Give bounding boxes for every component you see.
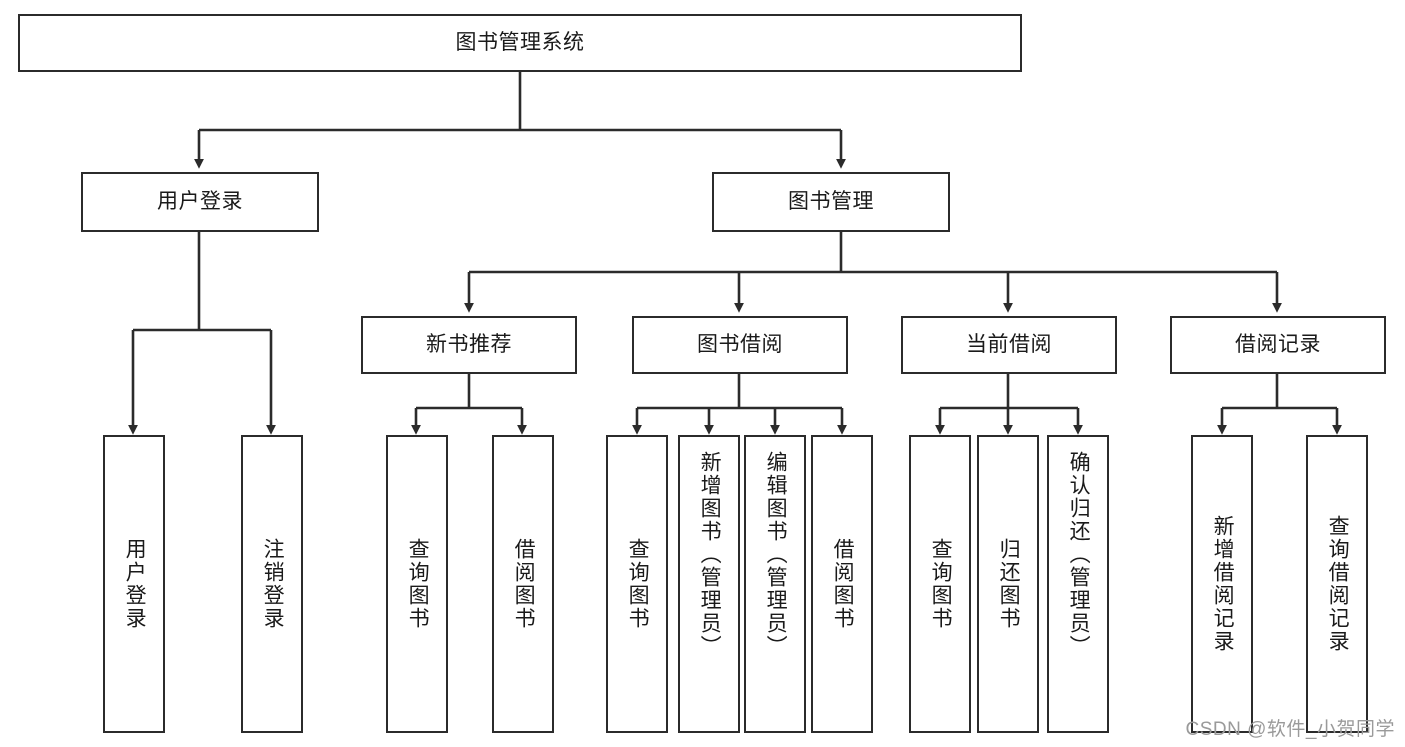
node-label: 用户登录 (123, 538, 147, 630)
node-label: 图书管理 (788, 190, 874, 214)
node-label: 用户登录 (157, 190, 243, 214)
node-label: 注销登录 (261, 538, 285, 630)
leaf-add-borrow-record[interactable]: 新增借阅记录 (1191, 435, 1253, 733)
node-label: 图书管理系统 (455, 31, 585, 55)
node-label: 新增借阅记录 (1211, 515, 1235, 653)
node-label: 查询图书 (929, 538, 953, 630)
leaf-add-book-admin[interactable]: 新增图书（管理员） (678, 435, 740, 733)
leaf-query-book-borrow[interactable]: 查询图书 (606, 435, 668, 733)
leaf-query-book-current[interactable]: 查询图书 (909, 435, 971, 733)
node-book-management[interactable]: 图书管理 (712, 172, 950, 232)
node-book-borrow[interactable]: 图书借阅 (632, 316, 848, 374)
leaf-return-book[interactable]: 归还图书 (977, 435, 1039, 733)
node-borrow-record[interactable]: 借阅记录 (1170, 316, 1386, 374)
leaf-user-login[interactable]: 用户登录 (103, 435, 165, 733)
node-label: 查询图书 (406, 538, 430, 630)
leaf-logout-login[interactable]: 注销登录 (241, 435, 303, 733)
node-label: 图书借阅 (697, 333, 783, 357)
node-user-login[interactable]: 用户登录 (81, 172, 319, 232)
leaf-query-borrow-record[interactable]: 查询借阅记录 (1306, 435, 1368, 733)
leaf-edit-book-admin[interactable]: 编辑图书（管理员） (744, 435, 806, 733)
node-label: 借阅图书 (831, 538, 855, 630)
node-new-book-recommend[interactable]: 新书推荐 (361, 316, 577, 374)
node-label: 新增图书（管理员） (698, 451, 722, 658)
node-label: 当前借阅 (966, 333, 1052, 357)
node-current-borrow[interactable]: 当前借阅 (901, 316, 1117, 374)
leaf-confirm-return-admin[interactable]: 确认归还（管理员） (1047, 435, 1109, 733)
node-label: 确认归还（管理员） (1067, 451, 1091, 658)
node-label: 查询图书 (626, 538, 650, 630)
node-label: 借阅记录 (1235, 333, 1321, 357)
node-label: 借阅图书 (512, 538, 536, 630)
csdn-watermark: CSDN @软件_小贺同学 (1185, 719, 1395, 740)
node-root-system[interactable]: 图书管理系统 (18, 14, 1022, 72)
node-label: 归还图书 (997, 538, 1021, 630)
node-label: 编辑图书（管理员） (764, 451, 788, 658)
node-label: 查询借阅记录 (1326, 515, 1350, 653)
node-label: 新书推荐 (426, 333, 512, 357)
leaf-borrow-book-newbook[interactable]: 借阅图书 (492, 435, 554, 733)
leaf-borrow-book[interactable]: 借阅图书 (811, 435, 873, 733)
leaf-query-book-newbook[interactable]: 查询图书 (386, 435, 448, 733)
